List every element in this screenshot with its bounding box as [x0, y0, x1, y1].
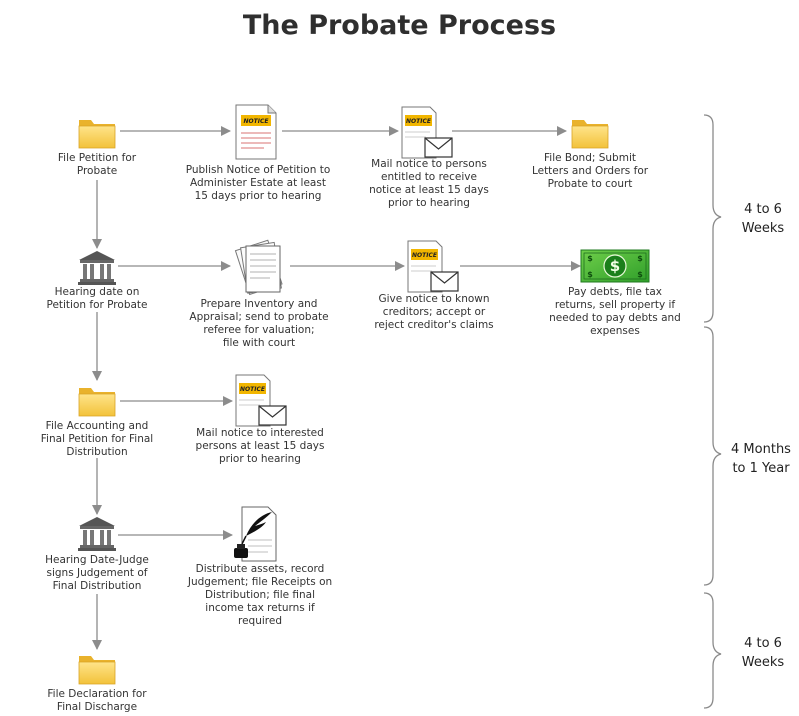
connectors — [92, 126, 581, 650]
folder-icon — [78, 119, 116, 149]
step-label-hearing-judgement: Hearing Date-Judge signs Judgement of Fi… — [45, 554, 149, 592]
step-label-prepare-inventory: Prepare Inventory and Appraisal; send to… — [189, 298, 329, 349]
notice-document-icon — [235, 104, 277, 160]
step-label-file-petition: File Petition for Probate — [57, 152, 137, 177]
dollar-bill-icon — [580, 249, 650, 283]
step-label-give-notice-creditors: Give notice to known creditors; accept o… — [374, 293, 494, 331]
timeframe-braces — [703, 114, 722, 709]
notice-envelope-icon — [235, 374, 287, 427]
documents-icon — [234, 239, 283, 295]
step-label-declaration: File Declaration for Final Discharge — [47, 688, 147, 713]
timeframe-label-2: 4 Months to 1 Year — [731, 442, 791, 476]
step-label-mail-notice-persons: Mail notice to persons entitled to recei… — [369, 158, 489, 209]
timeframe-label-3: 4 to 6 Weeks — [741, 636, 785, 670]
timeframe-label-1: 4 to 6 Weeks — [741, 202, 785, 236]
step-label-file-bond: File Bond; Submit Letters and Orders for… — [531, 152, 649, 190]
folder-icon — [78, 387, 116, 417]
diagram-title: The Probate Process — [242, 10, 557, 41]
notice-envelope-icon — [401, 106, 453, 159]
folder-icon — [571, 119, 609, 149]
courthouse-icon — [78, 517, 116, 551]
brace-2 — [703, 326, 722, 586]
step-label-mail-notice-interested: Mail notice to interested persons at lea… — [195, 427, 325, 465]
step-label-distribute-assets: Distribute assets, record Judgement; fil… — [187, 563, 333, 627]
step-label-hearing-date: Hearing date on Petition for Probate — [46, 286, 148, 311]
folder-icon — [78, 655, 116, 685]
step-label-pay-debts: Pay debts, file tax returns, sell proper… — [549, 286, 681, 337]
brace-3 — [703, 592, 722, 709]
quill-document-icon — [233, 506, 277, 562]
notice-envelope-icon — [407, 240, 459, 293]
step-label-publish-notice: Publish Notice of Petition to Administer… — [185, 164, 331, 202]
step-label-file-accounting: File Accounting and Final Petition for F… — [40, 420, 154, 458]
brace-1 — [703, 114, 722, 323]
courthouse-icon — [78, 251, 116, 285]
